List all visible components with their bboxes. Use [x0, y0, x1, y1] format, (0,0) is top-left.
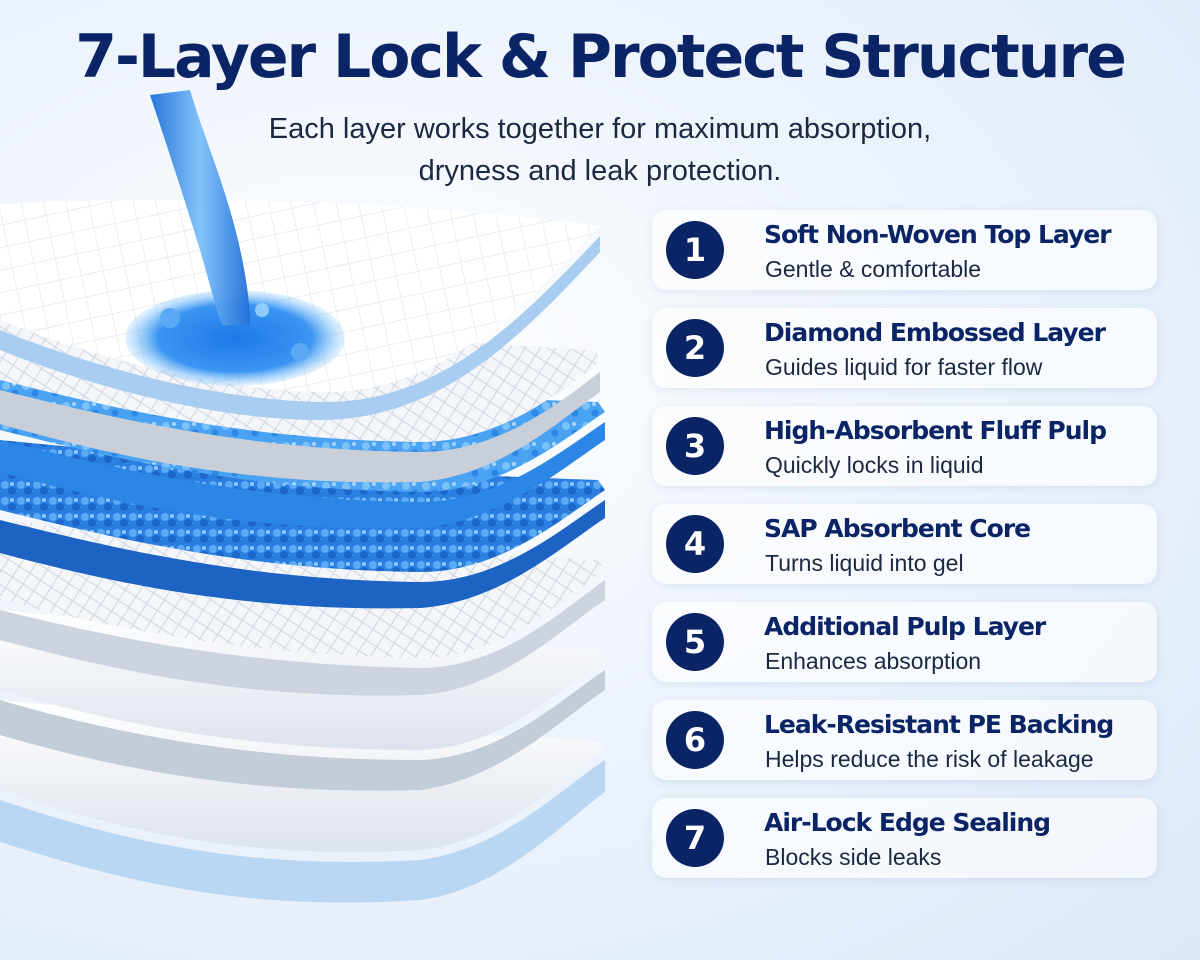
feature-list: 1 Soft Non-Woven Top Layer Gentle & comf… [652, 210, 1157, 896]
feature-description: Helps reduce the risk of leakage [765, 746, 1094, 772]
number-badge: 6 [666, 711, 724, 769]
number-badge: 7 [666, 809, 724, 867]
layer-stack-illustration [0, 90, 605, 903]
page-subtitle: Each layer works together for maximum ab… [190, 108, 1010, 192]
feature-item-7: 7 Air-Lock Edge Sealing Blocks side leak… [652, 798, 1157, 878]
feature-description: Blocks side leaks [765, 844, 942, 870]
feature-item-2: 2 Diamond Embossed Layer Guides liquid f… [652, 308, 1157, 388]
page-title: 7-Layer Lock & Protect Structure [75, 22, 1127, 92]
feature-title: High-Absorbent Fluff Pulp [764, 416, 1107, 445]
number-badge: 1 [666, 221, 724, 279]
number-badge: 4 [666, 515, 724, 573]
feature-title: Soft Non-Woven Top Layer [764, 220, 1112, 249]
feature-title: SAP Absorbent Core [764, 514, 1031, 543]
feature-description: Guides liquid for faster flow [765, 354, 1043, 380]
feature-description: Gentle & comfortable [765, 256, 982, 282]
feature-item-4: 4 SAP Absorbent Core Turns liquid into g… [652, 504, 1157, 584]
feature-item-6: 6 Leak-Resistant PE Backing Helps reduce… [652, 700, 1157, 780]
subtitle-line-2: dryness and leak protection. [418, 155, 782, 187]
feature-description: Quickly locks in liquid [765, 452, 984, 478]
feature-item-5: 5 Additional Pulp Layer Enhances absorpt… [652, 602, 1157, 682]
feature-item-1: 1 Soft Non-Woven Top Layer Gentle & comf… [652, 210, 1157, 290]
number-badge: 3 [666, 417, 724, 475]
feature-title: Air-Lock Edge Sealing [764, 808, 1051, 837]
feature-title: Diamond Embossed Layer [764, 318, 1106, 347]
feature-description: Turns liquid into gel [765, 550, 964, 576]
number-badge: 5 [666, 613, 724, 671]
feature-title: Additional Pulp Layer [764, 612, 1046, 641]
number-badge: 2 [666, 319, 724, 377]
feature-description: Enhances absorption [765, 648, 982, 674]
subtitle-line-1: Each layer works together for maximum ab… [268, 113, 932, 145]
feature-item-3: 3 High-Absorbent Fluff Pulp Quickly lock… [652, 406, 1157, 486]
feature-title: Leak-Resistant PE Backing [764, 710, 1114, 739]
